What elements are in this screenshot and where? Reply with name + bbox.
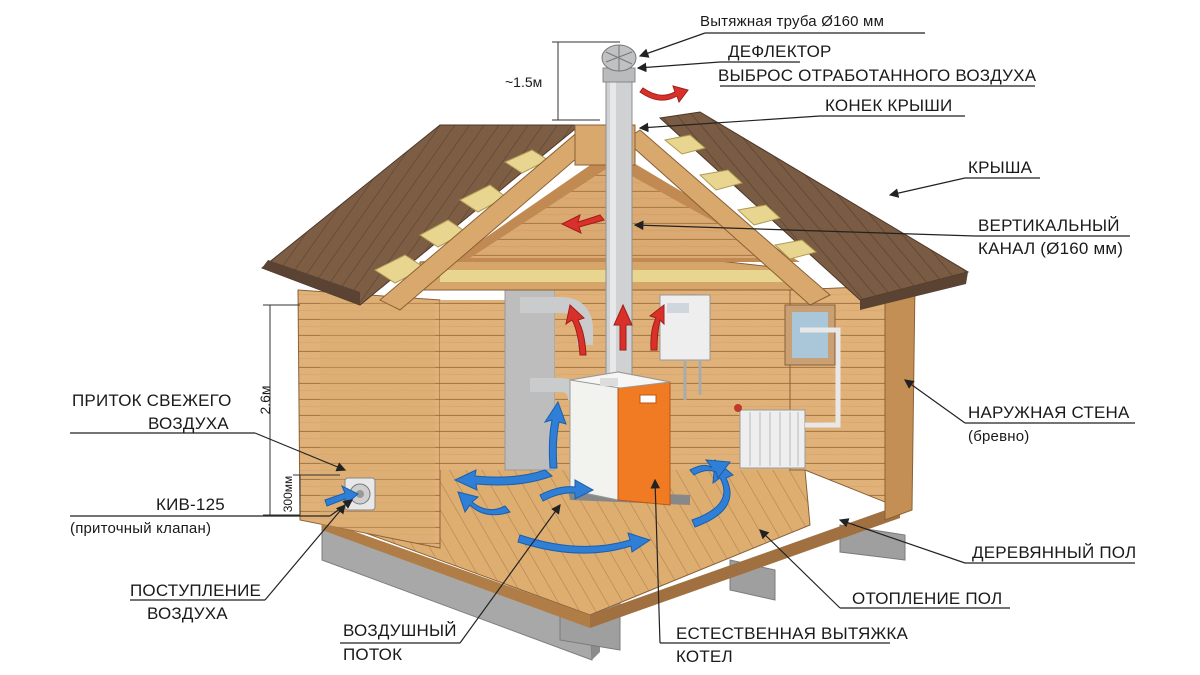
dim-pipe-height: ~1.5м bbox=[505, 74, 543, 90]
dim-valve-height: 300мм bbox=[281, 475, 295, 513]
label-air-release: ВЫБРОС ОТРАБОТАННОГО ВОЗДУХА bbox=[718, 66, 1037, 85]
wall-boiler bbox=[659, 294, 711, 400]
label-wood-floor: ДЕРЕВЯННЫЙ ПОЛ bbox=[972, 543, 1137, 562]
label-air-flow-2: ПОТОК bbox=[343, 645, 403, 664]
label-kiv-2: (приточный клапан) bbox=[70, 520, 212, 537]
label-roof: КРЫША bbox=[968, 158, 1033, 177]
label-outer-wall-1: НАРУЖНАЯ СТЕНА bbox=[968, 403, 1130, 422]
dimension-lines bbox=[263, 41, 620, 516]
roof-left bbox=[261, 124, 582, 306]
label-ridge: КОНЕК КРЫШИ bbox=[825, 96, 953, 115]
label-fresh-air-2: ВОЗДУХА bbox=[148, 414, 229, 433]
floor-boiler bbox=[568, 371, 690, 506]
window bbox=[784, 304, 836, 366]
label-heating-floor: ОТОПЛЕНИЕ ПОЛ bbox=[852, 589, 1003, 608]
radiator bbox=[734, 327, 841, 469]
label-boiler: КОТЕЛ bbox=[676, 647, 733, 666]
dim-wall-height: 2.6м bbox=[257, 385, 273, 415]
label-natural-draft: ЕСТЕСТВЕННАЯ ВЫТЯЖКА bbox=[676, 624, 909, 643]
roof-right bbox=[658, 111, 970, 310]
label-air-intake-1: ПОСТУПЛЕНИЕ bbox=[130, 581, 262, 600]
label-outer-wall-2: (бревно) bbox=[968, 428, 1030, 445]
label-fresh-air-1: ПРИТОК СВЕЖЕГО bbox=[72, 391, 232, 410]
exhaust-arrows-red bbox=[560, 85, 689, 356]
airflow-arrows-blue bbox=[324, 400, 734, 554]
label-vertical-channel-1: ВЕРТИКАЛЬНЫЙ bbox=[978, 216, 1120, 235]
label-exhaust-pipe: Вытяжная труба Ø160 мм bbox=[700, 13, 885, 30]
leader-lines bbox=[70, 32, 1135, 644]
label-air-flow-1: ВОЗДУШНЫЙ bbox=[343, 621, 457, 640]
label-deflector: ДЕФЛЕКТОР bbox=[728, 42, 832, 61]
label-kiv-1: КИВ-125 bbox=[156, 495, 225, 514]
label-vertical-channel-2: КАНАЛ (Ø160 мм) bbox=[978, 239, 1124, 258]
label-air-intake-2: ВОЗДУХА bbox=[147, 604, 228, 623]
